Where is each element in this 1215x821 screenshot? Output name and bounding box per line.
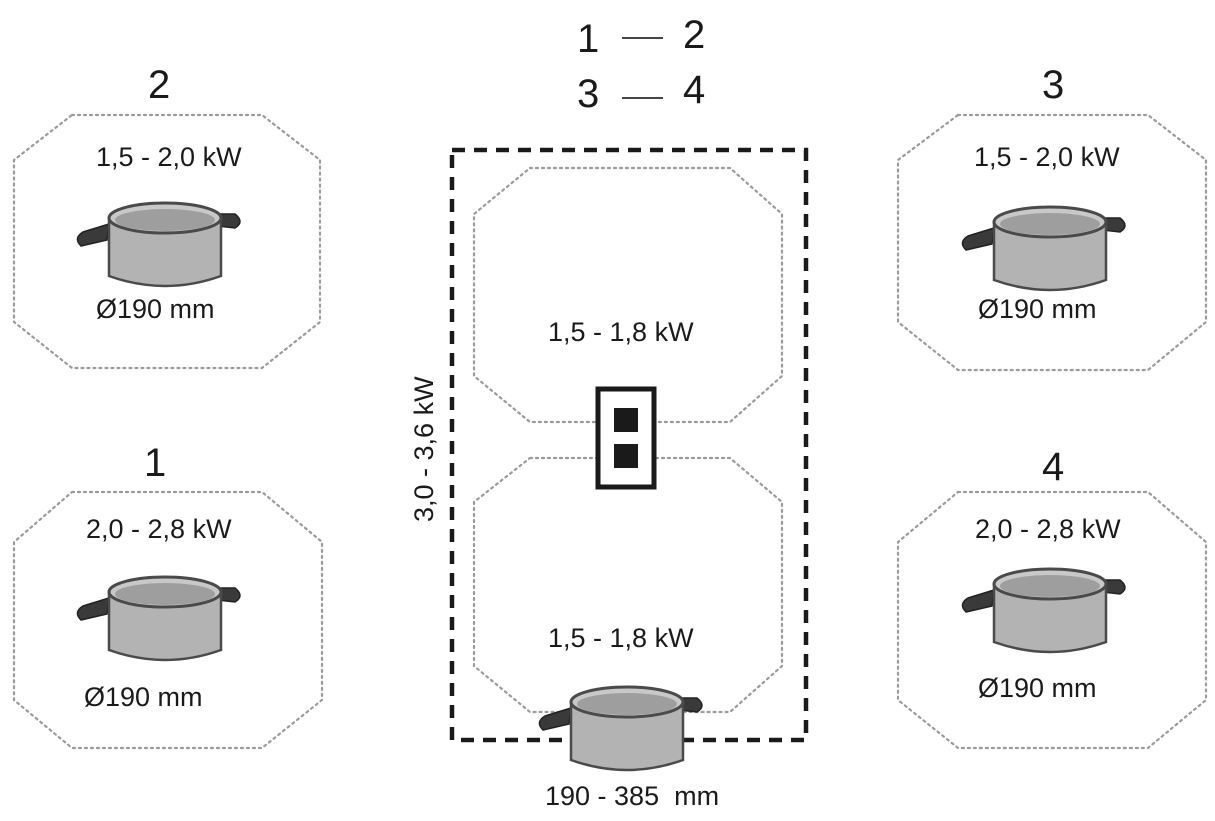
legend-zone-2-label: 2: [683, 13, 705, 57]
zone-power: 2,0 - 2,8 kW: [86, 514, 232, 544]
pot-icon: [75, 201, 242, 288]
zone-diameter: Ø190 mm: [96, 294, 215, 324]
zone-diameter: Ø190 mm: [978, 294, 1097, 324]
pot-icon: [75, 575, 242, 662]
zone-power: 1,5 - 2,0 kW: [96, 142, 242, 172]
pot-icon: [960, 205, 1127, 292]
zone-number: 2: [148, 63, 170, 107]
bridge-switch-icon: [595, 386, 657, 490]
zone-number: 3: [1042, 63, 1064, 107]
zone-outline: [12, 113, 322, 370]
bridge-upper-outline: [472, 166, 784, 424]
bridge-outline: [449, 147, 809, 743]
legend-zone-4: 4: [683, 68, 705, 112]
cooking-zone-4: 4 2,0 - 2,8 kW Ø190 mm: [896, 445, 1208, 750]
zone-number: 1: [144, 441, 166, 485]
zone-outline: [896, 113, 1208, 372]
zone-outline: [12, 490, 324, 750]
zone-diameter: Ø190 mm: [84, 682, 203, 712]
bridge-zone: 3,0 - 3,6 kW 1,5 - 1,8 kW 1,5 - 1,8 kW 1…: [409, 147, 809, 811]
zone-diameter: Ø190 mm: [978, 673, 1097, 703]
cooking-zone-1: 1 2,0 - 2,8 kW Ø190 mm: [12, 441, 324, 750]
bridge-size-range: 190 - 385 mm: [545, 781, 719, 811]
cooking-zone-2: 2 1,5 - 2,0 kW Ø190 mm: [12, 63, 322, 370]
bridge-total-power: 3,0 - 3,6 kW: [409, 376, 439, 522]
zone-number: 4: [1042, 445, 1064, 489]
zone-outline: [896, 490, 1208, 750]
zone-power: 1,5 - 2,0 kW: [974, 142, 1120, 172]
legend-zone-1: 1: [577, 17, 599, 61]
cooking-zone-3: 3 1,5 - 2,0 kW Ø190 mm: [896, 63, 1208, 372]
pot-icon: [537, 685, 704, 772]
bridge-lower-power: 1,5 - 1,8 kW: [548, 623, 694, 653]
pot-icon: [960, 567, 1127, 654]
zone-power: 2,0 - 2,8 kW: [975, 514, 1121, 544]
legend-zone-3: 3: [577, 72, 599, 116]
bridge-upper-power: 1,5 - 1,8 kW: [548, 317, 694, 347]
bridge-lower-outline: [472, 456, 784, 714]
zone-legend: 1 4 2 3 4: [577, 13, 705, 116]
